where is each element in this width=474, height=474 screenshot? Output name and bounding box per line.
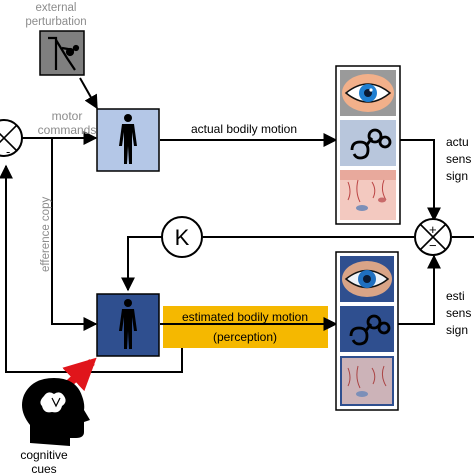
motor-label-line2: commands: [38, 123, 97, 137]
actual-motion-label: actual bodily motion: [191, 122, 297, 136]
eye-icon: [340, 70, 396, 116]
comparator-plus: +: [429, 222, 437, 237]
left-junction-minus: -: [6, 144, 10, 159]
estimated-signals-line1: esti: [446, 289, 465, 303]
actual-signal-arrow: [400, 139, 441, 222]
gain-node: K: [161, 216, 203, 258]
estimated-signal-arrow: [398, 254, 441, 325]
perturbation-icon: [39, 30, 85, 76]
actual-signals-line1: actu: [446, 135, 469, 149]
efference-copy-label: efference copy: [40, 197, 52, 272]
inner-ear-icon: [340, 306, 394, 352]
gain-label: K: [175, 225, 190, 250]
head-brain-icon: [22, 378, 90, 446]
perturbation-label-line1: external: [36, 2, 77, 14]
inner-ear-icon: [340, 120, 396, 166]
actual-signals-line2: sens: [446, 152, 471, 166]
comparator-minus: −: [429, 238, 437, 253]
estimated-sensors-column: [335, 251, 399, 411]
actual-sensors-column: [335, 65, 401, 225]
cognitive-label-line1: cognitive: [20, 448, 68, 462]
motor-label-line1: motor: [52, 109, 83, 123]
estimated-signals-line3: sign: [446, 323, 468, 337]
human-figure-icon: [119, 114, 137, 164]
gain-to-estimate-arrow: [121, 236, 162, 292]
actual-body-box: [96, 108, 160, 172]
human-figure-icon: [119, 299, 137, 349]
skin-receptors-icon: [340, 356, 394, 406]
skin-receptors-icon: [340, 170, 396, 220]
eye-icon: [340, 256, 394, 302]
perception-highlight: [163, 306, 328, 348]
perturbation-label-line2: perturbation: [25, 16, 86, 28]
perception-label: (perception): [213, 330, 277, 344]
estimated-body-box: [96, 293, 160, 357]
motor-summing-junction: -: [0, 119, 23, 159]
external-perturbation: external perturbation: [25, 2, 87, 76]
estimated-motion-label: estimated bodily motion: [182, 310, 308, 324]
comparator-junction: + −: [414, 218, 452, 256]
perturbation-arrow: [79, 77, 98, 110]
actual-signals-line3: sign: [446, 169, 468, 183]
cognitive-label-line2: cues: [31, 462, 56, 474]
efference-copy-line: [51, 138, 98, 331]
estimated-signals-line2: sens: [446, 306, 471, 320]
